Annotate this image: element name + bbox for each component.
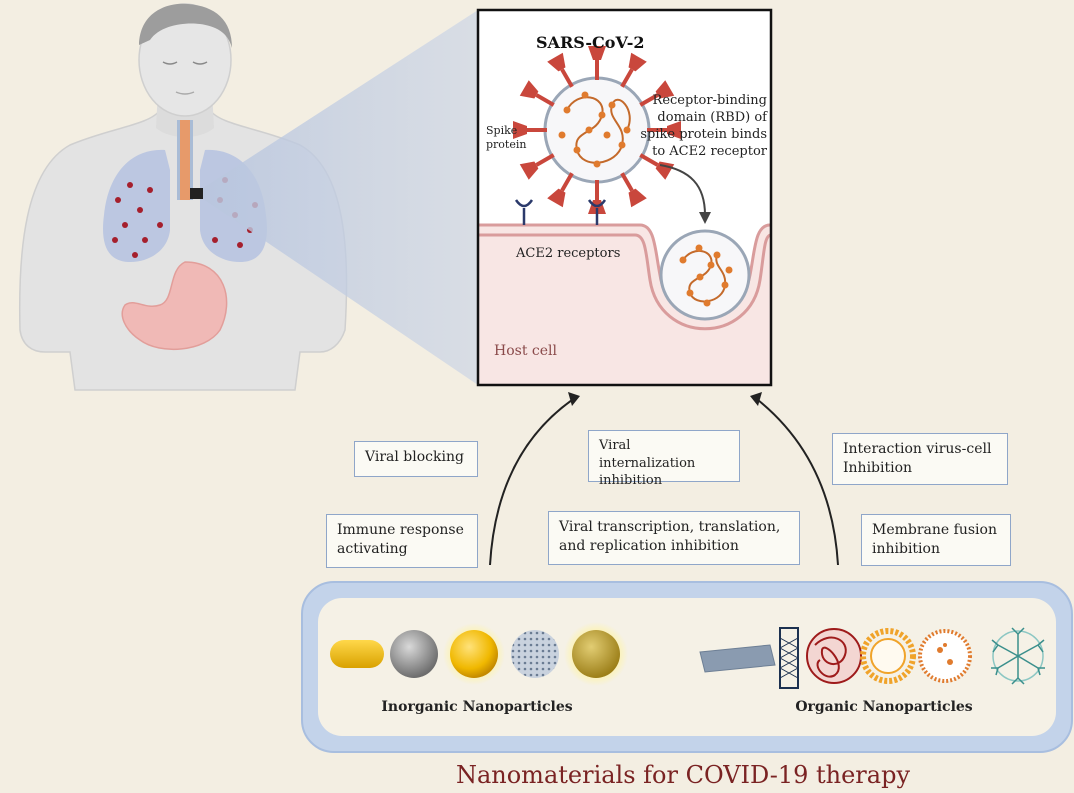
entry-arrow-head xyxy=(699,212,711,224)
silver-nanoparticle xyxy=(390,630,438,678)
gold-nanoparticle xyxy=(450,630,498,678)
lipid-nanoparticle xyxy=(918,629,972,683)
rbd-label-line-3: spike protein binds xyxy=(640,127,767,142)
transcription-line-1: Viral transcription, translation, xyxy=(559,519,781,535)
spike-label-line-1: Spike xyxy=(486,124,517,137)
interaction-line-2: Inhibition xyxy=(843,459,913,476)
polymer-chains xyxy=(814,636,847,678)
rbd-label-line-4: to ACE2 receptor xyxy=(652,144,768,159)
iron-oxide-nanoparticle xyxy=(572,630,620,678)
inorganic-arrow xyxy=(489,399,573,566)
organic-label: Organic Nanoparticles xyxy=(795,699,972,715)
box-immune-response: Immune response activating xyxy=(326,514,478,568)
footer-title: Nanomaterials for COVID-19 therapy xyxy=(456,761,910,789)
zoom-panel xyxy=(476,8,773,387)
rbd-label-line-1: Receptor-binding xyxy=(653,93,767,108)
sars-cov-2-virion xyxy=(513,46,681,214)
transcription-line-2: and replication inhibition xyxy=(559,537,739,554)
box-viral-blocking: Viral blocking xyxy=(354,441,478,477)
inorganic-label: Inorganic Nanoparticles xyxy=(381,699,572,715)
immune-line-1: Immune response xyxy=(337,522,464,538)
internalized-virion xyxy=(659,229,751,321)
zoom-beam xyxy=(203,10,478,385)
virus-name: SARS-CoV-2 xyxy=(536,33,644,52)
nanotube-lattice xyxy=(779,637,799,679)
liposome xyxy=(860,628,916,684)
internalization-line-2: inhibition xyxy=(599,473,663,489)
organic-arrow-head xyxy=(750,392,762,406)
box-viral-internalization: Viral internalization inhibition xyxy=(588,430,740,488)
nanoparticle-container xyxy=(301,581,1073,753)
silica-pores xyxy=(511,630,559,678)
ace2-receptors-label: ACE2 receptors xyxy=(515,246,620,261)
entry-arrow xyxy=(659,164,706,216)
organic-arrow xyxy=(757,399,839,566)
rbd-label-line-2: domain (RBD) of xyxy=(657,110,768,125)
graphene-sheet xyxy=(699,644,776,673)
interaction-line-1: Interaction virus-cell xyxy=(843,441,992,457)
host-cell-label: Host cell xyxy=(494,343,558,359)
box-viral-transcription: Viral transcription, translation, and re… xyxy=(548,511,800,565)
dendrimer xyxy=(991,627,1045,685)
spike-label-line-2: protein xyxy=(486,138,526,151)
carbon-nanotube xyxy=(779,627,799,689)
inorganic-arrow-head xyxy=(568,392,580,406)
liposome-core xyxy=(870,638,906,674)
fusion-line-2: inhibition xyxy=(872,540,940,557)
box-interaction-virus-cell: Interaction virus-cell Inhibition xyxy=(832,433,1008,485)
inorganic-nanoparticles xyxy=(330,622,628,686)
lipid-nanoparticle-cargo xyxy=(937,643,953,665)
viral-blocking-text: Viral blocking xyxy=(365,449,464,465)
gold-nanorod xyxy=(330,640,384,668)
box-membrane-fusion: Membrane fusion inhibition xyxy=(861,514,1011,566)
organic-nanoparticles xyxy=(699,627,1045,689)
fusion-line-1: Membrane fusion xyxy=(872,522,997,538)
immune-line-2: activating xyxy=(337,540,408,557)
ace2-receptors xyxy=(514,199,607,225)
internalization-line-1: Viral internalization xyxy=(599,438,696,471)
